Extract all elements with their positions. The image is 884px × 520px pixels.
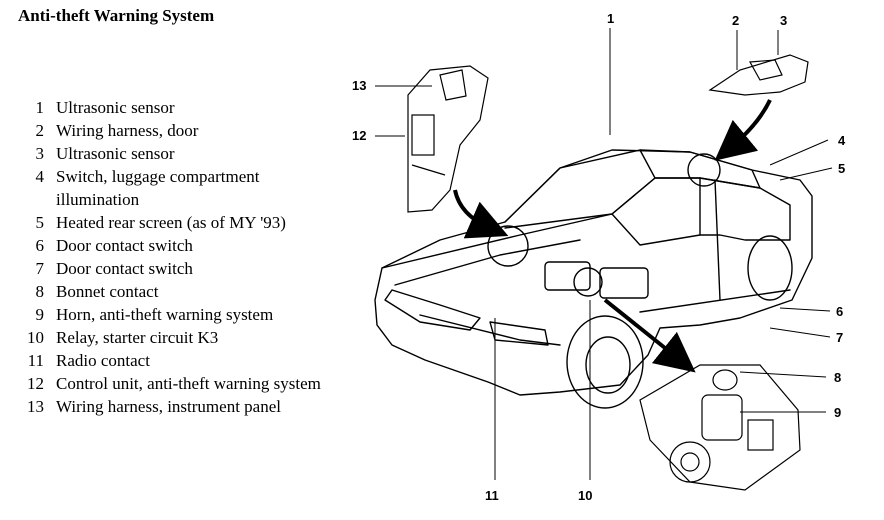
legend-item: 7 Door contact switch bbox=[14, 257, 324, 280]
callout-label: 9 bbox=[834, 405, 841, 420]
inset-dashboard bbox=[407, 65, 489, 213]
legend-number: 1 bbox=[35, 98, 45, 117]
engine-component bbox=[599, 267, 649, 299]
front-wheel bbox=[566, 315, 644, 409]
callout-label: 13 bbox=[352, 78, 366, 93]
legend-text: Door contact switch bbox=[56, 259, 193, 278]
legend-item: 3 Ultrasonic sensor bbox=[14, 142, 324, 165]
legend-number: 8 bbox=[35, 282, 45, 301]
callout-label: 6 bbox=[836, 304, 843, 319]
callout-label: 4 bbox=[838, 133, 846, 148]
diagram-title: Anti-theft Warning System bbox=[18, 6, 215, 25]
legend-number: 12 bbox=[27, 374, 44, 393]
car-hood bbox=[381, 213, 613, 346]
callout-label: 2 bbox=[732, 13, 739, 28]
legend-number: 9 bbox=[35, 305, 45, 324]
legend-item: 10 Relay, starter circuit K3 bbox=[14, 326, 324, 349]
legend-text: Relay, starter circuit K3 bbox=[56, 328, 219, 347]
car-windshield bbox=[504, 149, 656, 229]
callout-label: 5 bbox=[838, 161, 845, 176]
callout-label: 10 bbox=[578, 488, 592, 503]
legend-number: 4 bbox=[35, 167, 45, 186]
callout-label: 1 bbox=[607, 11, 614, 26]
legend-number: 3 bbox=[35, 144, 45, 163]
legend-text: Door contact switch bbox=[56, 236, 193, 255]
detail-circle-control-unit bbox=[487, 225, 529, 267]
legend-number: 13 bbox=[27, 397, 44, 416]
car-diagram: 1 2 3 4 5 6 7 8 9 10 11 12 13 bbox=[352, 11, 846, 503]
car-grille bbox=[384, 289, 481, 331]
legend-item: 4 Switch, luggage compartment illuminatio… bbox=[14, 165, 324, 211]
legend-text: Wiring harness, instrument panel bbox=[56, 397, 281, 416]
car-side-windows bbox=[611, 177, 701, 246]
front-wheel-inner bbox=[585, 336, 631, 394]
leader-lines bbox=[375, 28, 833, 480]
callout-label: 8 bbox=[834, 370, 841, 385]
car-rear-window bbox=[699, 177, 791, 241]
callout-label: 7 bbox=[836, 330, 843, 345]
callout-label: 11 bbox=[485, 488, 499, 503]
legend-text: Control unit, anti-theft warning system bbox=[56, 374, 321, 393]
detail-circle-sensor bbox=[687, 153, 721, 187]
arrow-to-control-unit bbox=[453, 189, 509, 239]
legend-item: 2 Wiring harness, door bbox=[14, 119, 324, 142]
legend-text: Wiring harness, door bbox=[56, 121, 199, 140]
inset-engine-bay bbox=[639, 364, 801, 491]
legend-item: 5 Heated rear screen (as of MY '93) bbox=[14, 211, 324, 234]
callout-label: 3 bbox=[780, 13, 787, 28]
arrow-to-engine-bay bbox=[603, 298, 696, 373]
legend-number: 5 bbox=[35, 213, 45, 232]
legend-item: 9 Horn, anti-theft warning system bbox=[14, 303, 324, 326]
arrow-from-sensor bbox=[714, 99, 772, 161]
legend-text: Heated rear screen (as of MY '93) bbox=[56, 213, 286, 232]
legend-item: 6 Door contact switch bbox=[14, 234, 324, 257]
legend-item: 8 Bonnet contact bbox=[14, 280, 324, 303]
inset-ultrasonic-sensor bbox=[708, 54, 809, 96]
legend-text: Ultrasonic sensor bbox=[56, 144, 175, 163]
legend-number: 11 bbox=[27, 351, 44, 370]
legend-number: 7 bbox=[35, 259, 45, 278]
legend-number: 6 bbox=[35, 236, 45, 255]
engine-component bbox=[544, 261, 591, 291]
callout-label: 12 bbox=[352, 128, 366, 143]
detail-circle-relay bbox=[573, 267, 603, 297]
legend-text: Horn, anti-theft warning system bbox=[56, 305, 274, 324]
legend-text: Switch, luggage compartment illumination bbox=[56, 167, 260, 209]
legend-item: 13 Wiring harness, instrument panel bbox=[14, 395, 324, 418]
legend-item: 11 Radio contact bbox=[14, 349, 324, 372]
b-pillar bbox=[714, 179, 721, 301]
legend-text: Radio contact bbox=[56, 351, 150, 370]
legend-text: Ultrasonic sensor bbox=[56, 98, 175, 117]
rear-wheel bbox=[747, 235, 793, 301]
legend-item: 1 Ultrasonic sensor bbox=[14, 96, 324, 119]
legend-text: Bonnet contact bbox=[56, 282, 159, 301]
legend-number: 10 bbox=[27, 328, 44, 347]
rocker-line bbox=[639, 289, 791, 313]
legend-number: 2 bbox=[35, 121, 45, 140]
legend-item: 12 Control unit, anti-theft warning syste… bbox=[14, 372, 324, 395]
car-headlight bbox=[489, 321, 549, 346]
